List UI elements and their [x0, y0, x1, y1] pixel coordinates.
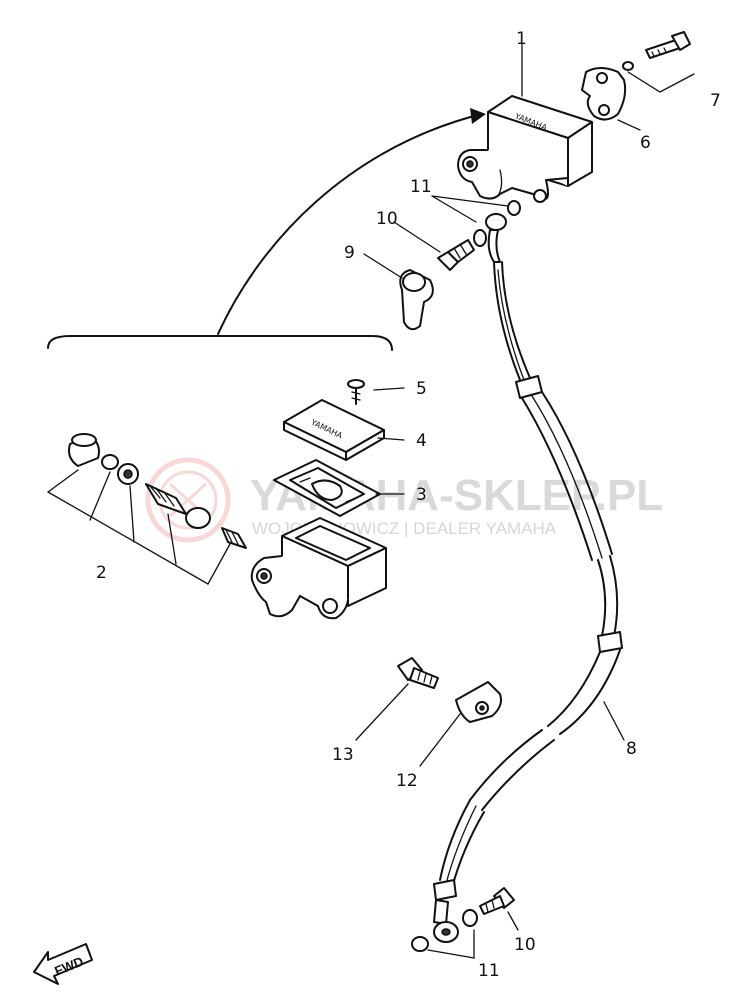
callout-6: 6: [640, 133, 651, 153]
union-bolt-lower: [479, 887, 515, 915]
master-cylinder-assembly: YAMAHA: [457, 95, 593, 203]
brake-hose: [433, 213, 623, 943]
copper-washers-upper: [473, 200, 521, 247]
union-bolt-upper: [437, 239, 475, 271]
callout-3: 3: [416, 485, 427, 505]
callout-4: 4: [416, 431, 427, 451]
callout-8: 8: [626, 739, 637, 759]
piston-kit: [47, 433, 247, 585]
callout-1: 1: [516, 29, 527, 49]
handlebar-clamp: [581, 61, 634, 121]
cap-screw: [347, 379, 365, 405]
clamp-bolt: [645, 31, 691, 59]
copper-washers-lower: [411, 909, 478, 952]
banjo-cap: [399, 269, 434, 331]
hose-guide: [455, 681, 502, 723]
callout-2: 2: [96, 563, 107, 583]
assembly-arrow-icon: [470, 108, 486, 124]
callout-11-upper: 11: [410, 177, 432, 197]
callout-10-lower: 10: [514, 935, 536, 955]
watermark: YAMAHA-SKLEP.PL WOJCIECHOWICZ | DEALER Y…: [145, 457, 663, 543]
callout-12: 12: [396, 771, 418, 791]
leader-lines: [355, 43, 695, 959]
callout-9: 9: [344, 243, 355, 263]
callout-13: 13: [332, 745, 354, 765]
master-cylinder-body: [250, 517, 387, 620]
callout-5: 5: [416, 379, 427, 399]
callout-7: 7: [710, 91, 721, 111]
guide-bolt: [397, 657, 439, 689]
callout-10-upper: 10: [376, 209, 398, 229]
assembly-bracket: [47, 108, 486, 351]
callouts: 1 2 3 4 5 6 7 8 9 10 10 11 11 12 13: [96, 29, 721, 981]
fwd-arrow-icon: [33, 943, 93, 985]
reservoir-cap: YAMAHA: [283, 399, 385, 461]
callout-11-lower: 11: [478, 961, 500, 981]
fwd-marker: FWD: [33, 943, 93, 985]
